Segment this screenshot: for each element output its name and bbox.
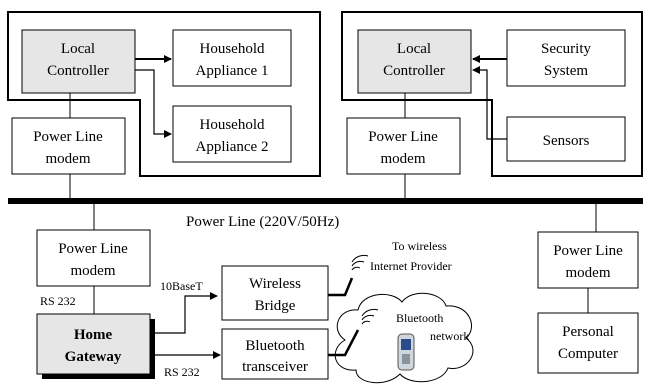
bt-line1: Bluetooth — [245, 338, 305, 354]
wireless-bridge-box — [221, 265, 329, 321]
bluetooth-transceiver-box — [221, 328, 329, 380]
bridge-line2: Bridge — [255, 298, 296, 314]
bridge-signal-waves-icon — [351, 254, 369, 271]
bridge-line1: Wireless — [249, 276, 301, 292]
home-gateway-box — [36, 313, 151, 375]
security-line1: Security — [541, 41, 591, 57]
gateway-modem-line1: Power Line — [58, 241, 128, 257]
arrow-from-sensors — [472, 66, 507, 140]
isp-line2: Internet Provider — [370, 259, 452, 273]
appliance1-line1: Household — [200, 41, 265, 57]
power-line-label: Power Line (220V/50Hz) — [186, 214, 339, 230]
right-modem-line2: modem — [381, 151, 426, 167]
right-controller-line1: Local — [397, 41, 431, 57]
bridge-antenna-icon — [328, 277, 354, 297]
pc-modem-line2: modem — [566, 265, 611, 281]
rs232-top-label: RS 232 — [40, 294, 76, 308]
gateway-modem-line2: modem — [71, 263, 116, 279]
left-power-line-modem-box — [11, 117, 126, 175]
right-zone-border — [341, 11, 643, 177]
left-modem-line1: Power Line — [33, 129, 103, 145]
household-appliance-2-box — [172, 105, 292, 163]
left-zone-border — [7, 11, 321, 177]
mobile-phone-icon — [397, 333, 415, 371]
right-modem-line1: Power Line — [368, 129, 438, 145]
cloud-line1: Bluetooth — [396, 311, 443, 325]
right-power-line-modem-box — [346, 117, 461, 175]
security-line2: System — [544, 63, 589, 79]
isp-line1: To wireless — [392, 239, 447, 253]
appliance2-line1: Household — [200, 117, 265, 133]
security-system-box — [506, 29, 626, 87]
gateway-line2: Gateway — [65, 349, 122, 365]
sensors-box — [506, 116, 626, 162]
appliance2-line2: Appliance 2 — [196, 139, 269, 155]
arrow-to-appliance-2 — [135, 69, 172, 138]
pc-modem-line1: Power Line — [553, 243, 623, 259]
pc-line2: Computer — [558, 346, 618, 362]
gateway-power-line-modem-box — [36, 229, 151, 287]
bt-line2: transceiver — [242, 359, 308, 375]
left-modem-line2: modem — [46, 151, 91, 167]
pc-power-line-modem-box — [537, 231, 639, 289]
rs232-bottom-label: RS 232 — [164, 365, 200, 379]
link-10baset — [150, 292, 218, 334]
link-10baset-label: 10BaseT — [160, 279, 203, 293]
left-controller-line1: Local — [61, 41, 95, 57]
personal-computer-box — [537, 312, 639, 374]
gateway-line1: Home — [74, 327, 113, 343]
right-controller-line2: Controller — [383, 63, 445, 79]
household-appliance-1-box — [172, 29, 292, 87]
pc-line1: Personal — [562, 324, 614, 340]
sensors-label: Sensors — [543, 133, 590, 149]
right-local-controller-box — [357, 29, 472, 94]
bluetooth-signal-waves-icon — [361, 308, 379, 325]
left-controller-line2: Controller — [47, 63, 109, 79]
cloud-line2: network — [430, 329, 469, 343]
left-local-controller-box — [21, 29, 136, 94]
bluetooth-antenna-icon — [328, 329, 360, 357]
appliance1-line2: Appliance 1 — [196, 63, 269, 79]
